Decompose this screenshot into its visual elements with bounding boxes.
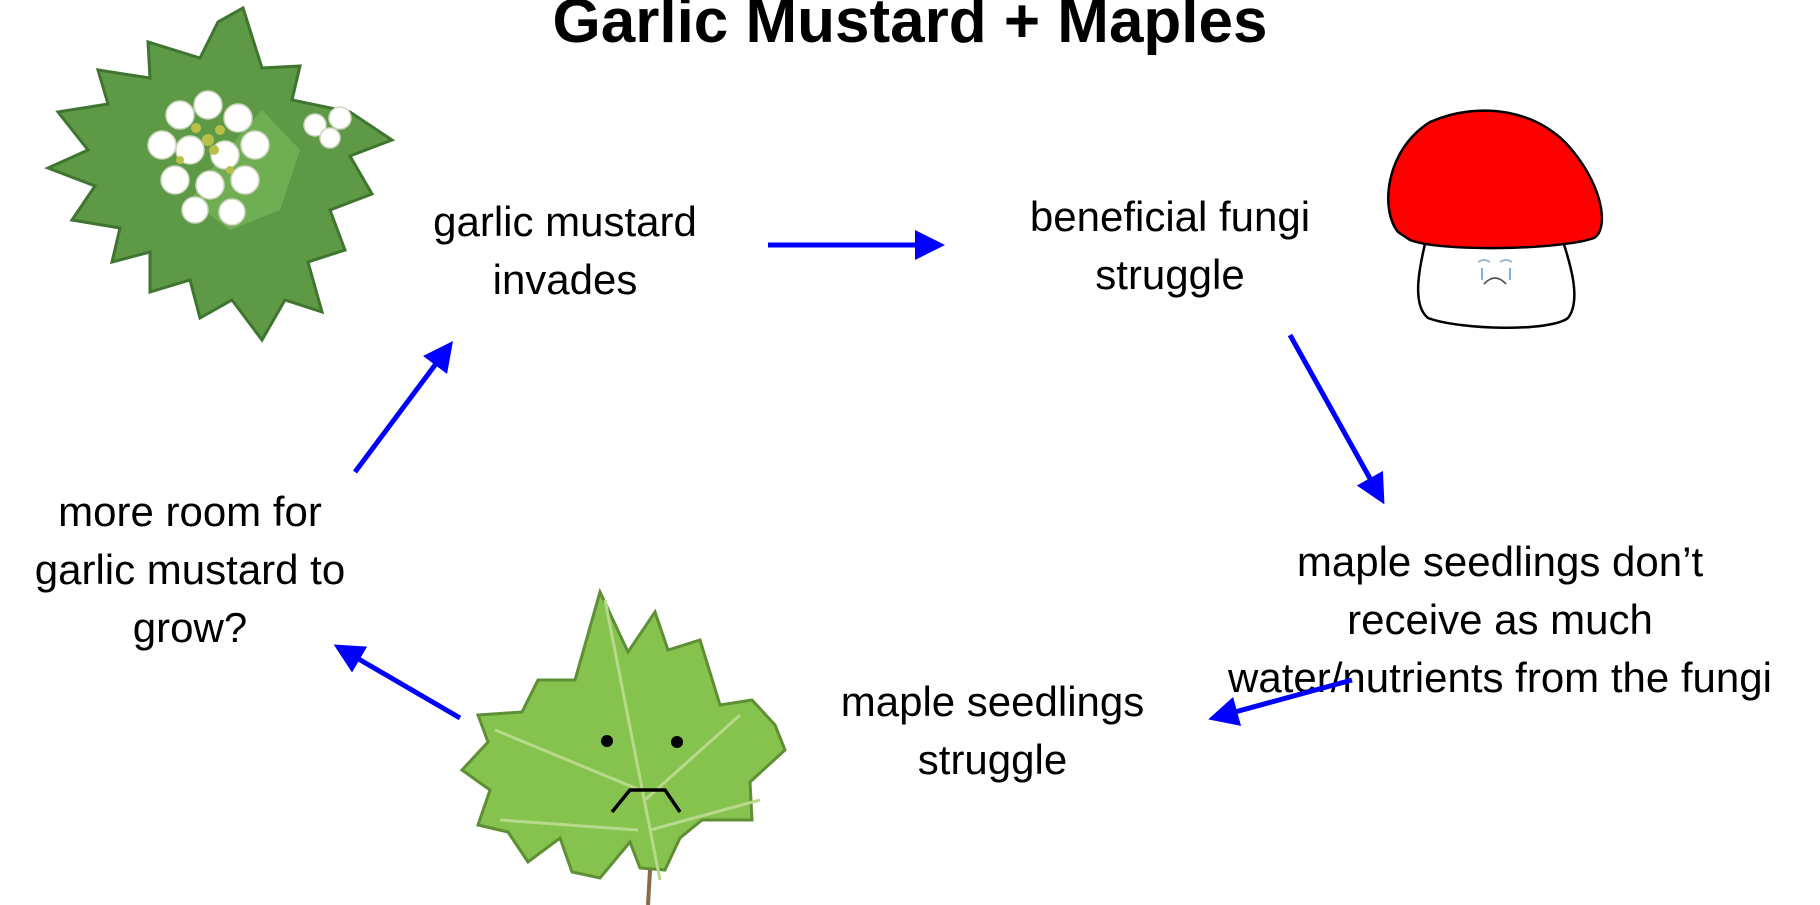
arrow-fungi-to-nutrients <box>1290 335 1382 500</box>
arrow-nutrients-to-seedlings <box>1213 680 1352 718</box>
arrow-seedlings-to-room <box>338 647 460 718</box>
arrow-room-to-invades <box>355 345 450 472</box>
